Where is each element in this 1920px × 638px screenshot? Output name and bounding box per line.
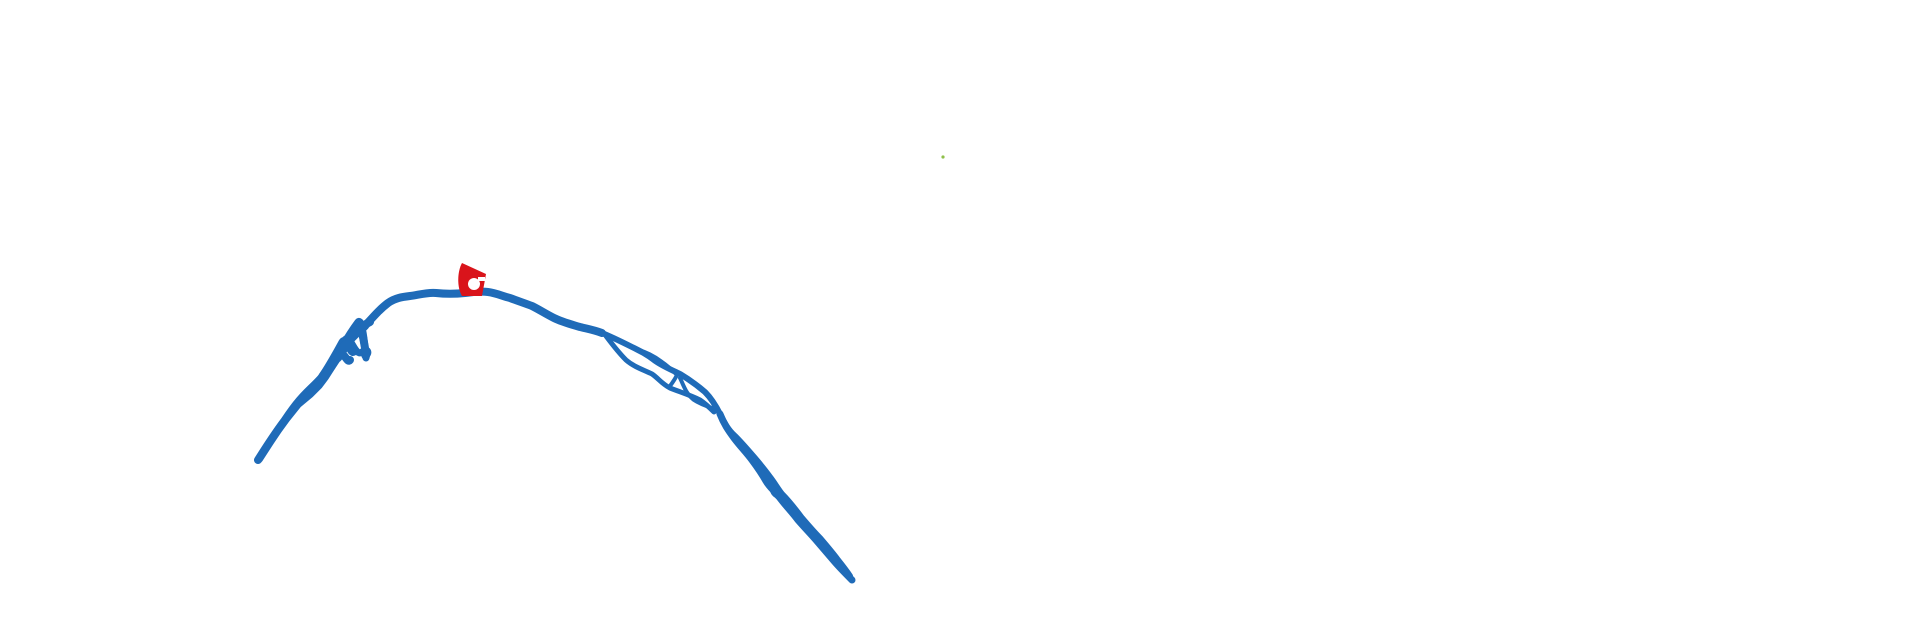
landmark-marker-notch — [478, 277, 485, 281]
landmark-marker[interactable] — [458, 263, 486, 296]
river-braided-inner-2 — [636, 348, 680, 388]
river-crest-reach — [360, 287, 606, 337]
river-top-reach — [334, 322, 369, 365]
river-lower-side-channel — [768, 478, 788, 508]
river-braided-inner-3 — [678, 376, 714, 410]
map-speck — [941, 155, 945, 159]
river-braided-inner — [603, 333, 717, 415]
landmark-marker-hole — [468, 278, 480, 290]
river-course — [255, 287, 856, 584]
